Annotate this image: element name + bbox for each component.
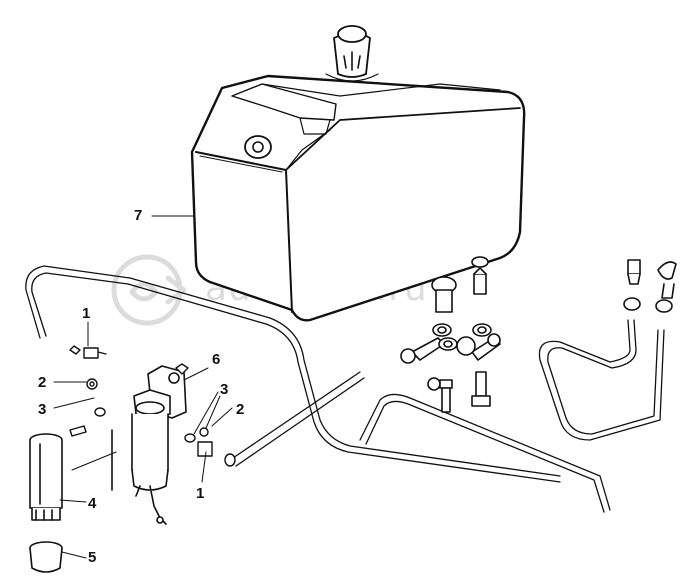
callout-2-left: 2: [38, 374, 47, 391]
callout-5: 5: [88, 549, 97, 566]
tank-fittings: [400, 256, 677, 413]
callout-1-lower: 1: [196, 485, 205, 502]
callout-2-right: 2: [236, 401, 245, 418]
callout-3-left: 3: [38, 401, 47, 418]
callout-4: 4: [88, 495, 97, 512]
fuel-filter-assembly: [111, 365, 187, 525]
fuel-tank: [190, 25, 526, 322]
leader-lines: [53, 215, 233, 559]
callout-6: 6: [212, 351, 221, 368]
fuel-line-left: [25, 265, 561, 483]
watermark-logo-icon: [111, 254, 187, 326]
callout-7: 7: [134, 207, 143, 224]
callout-3-right: 3: [220, 381, 229, 398]
filter-bowl-ring: [29, 541, 63, 573]
callout-1-upper: 1: [82, 305, 91, 322]
fuel-line-right: [359, 319, 665, 513]
filter-element: [29, 433, 63, 521]
filter-small-parts: [69, 345, 236, 467]
